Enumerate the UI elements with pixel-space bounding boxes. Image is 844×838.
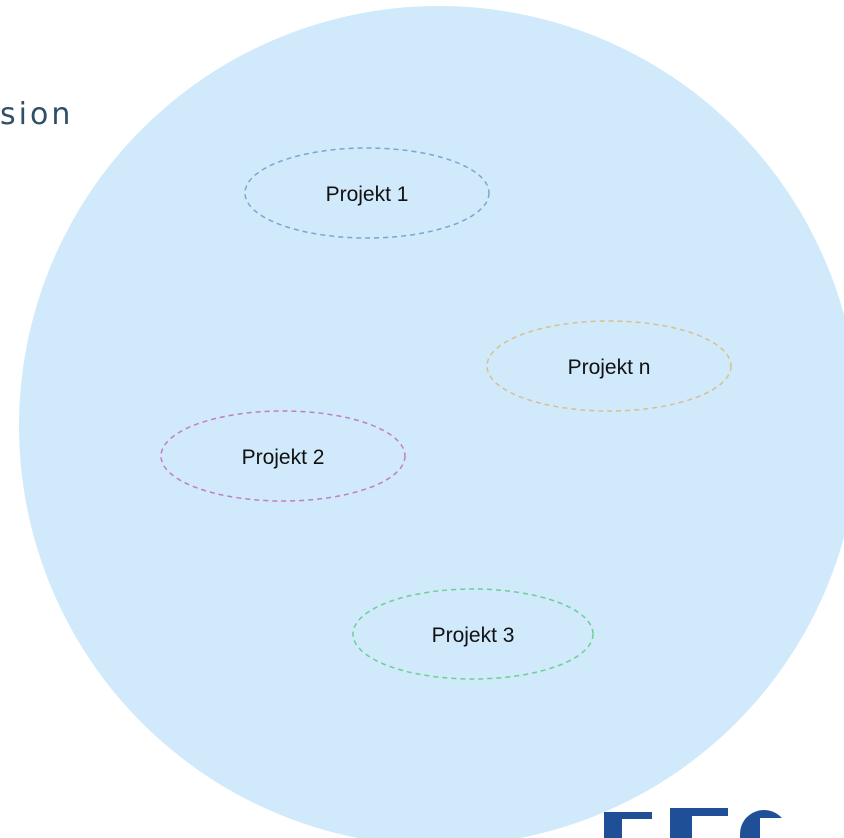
project-label-n: Projekt n	[568, 356, 651, 379]
slide-title-fragment: sion	[0, 97, 74, 132]
portfolio-circle	[19, 6, 844, 838]
project-oval-3-border	[352, 588, 594, 680]
project-oval-2-border	[160, 410, 406, 502]
project-label-1: Projekt 1	[326, 183, 409, 206]
project-oval-n[interactable]: Projekt n	[486, 320, 732, 412]
project-oval-3[interactable]: Projekt 3	[352, 588, 594, 680]
project-oval-2[interactable]: Projekt 2	[160, 410, 406, 502]
project-label-2: Projekt 2	[242, 446, 325, 469]
project-label-3: Projekt 3	[432, 624, 515, 647]
project-oval-1-border	[244, 147, 490, 239]
project-oval-1[interactable]: Projekt 1	[244, 147, 490, 239]
efc-logo	[592, 808, 792, 838]
project-oval-n-border	[486, 320, 732, 412]
